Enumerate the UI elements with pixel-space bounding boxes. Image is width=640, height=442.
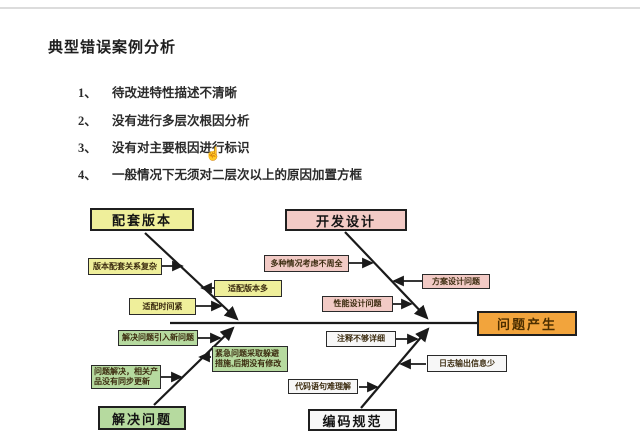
list-item: 1、 待改进特性描述不清晰 xyxy=(78,82,237,101)
top-divider xyxy=(0,7,640,9)
page-title: 典型错误案例分析 xyxy=(48,40,177,56)
category-box-coding: 编码规范 xyxy=(308,409,397,431)
list-item: 2、 没有进行多层次根因分析 xyxy=(78,110,250,129)
cause-box: 性能设计问题 xyxy=(322,296,393,312)
list-item-number: 3、 xyxy=(78,141,97,155)
list-item-number: 4、 xyxy=(78,168,97,182)
list-item-text: 一般情况下无须对二层次以上的原因加置方框 xyxy=(112,168,363,182)
cause-box: 问题解决，相关产品没有同步更新 xyxy=(91,365,161,389)
list-item-number: 1、 xyxy=(78,86,97,100)
cause-box: 注释不够详细 xyxy=(326,331,396,347)
cause-box: 代码语句难理解 xyxy=(288,379,358,394)
category-box-version: 配套版本 xyxy=(90,208,194,231)
cause-box: 多种情况考虑不周全 xyxy=(264,255,349,272)
category-box-design: 开发设计 xyxy=(285,209,407,231)
effect-box: 问题产生 xyxy=(477,311,577,336)
category-box-solve: 解决问题 xyxy=(98,406,186,430)
hand-cursor-icon: ☝ xyxy=(205,146,222,161)
cause-box: 版本配套关系复杂 xyxy=(88,258,162,275)
cause-box: 解决问题引入新问题 xyxy=(118,330,198,346)
list-item: 3、 没有对主要根因进行标识 xyxy=(78,137,250,156)
cause-box: 方案设计问题 xyxy=(422,274,490,289)
cause-box: 紧急问题采取躲避措施,后期没有修改 xyxy=(212,346,288,372)
cause-box: 适配版本多 xyxy=(214,280,282,297)
cause-box: 适配时间紧 xyxy=(129,298,196,315)
list-item: 4、 一般情况下无须对二层次以上的原因加置方框 xyxy=(78,164,362,183)
list-item-number: 2、 xyxy=(78,114,97,128)
cause-box: 日志输出信息少 xyxy=(427,355,507,372)
list-item-text: 没有进行多层次根因分析 xyxy=(112,114,250,128)
list-item-text: 没有对主要根因进行标识 xyxy=(112,141,250,155)
list-item-text: 待改进特性描述不清晰 xyxy=(112,86,238,100)
